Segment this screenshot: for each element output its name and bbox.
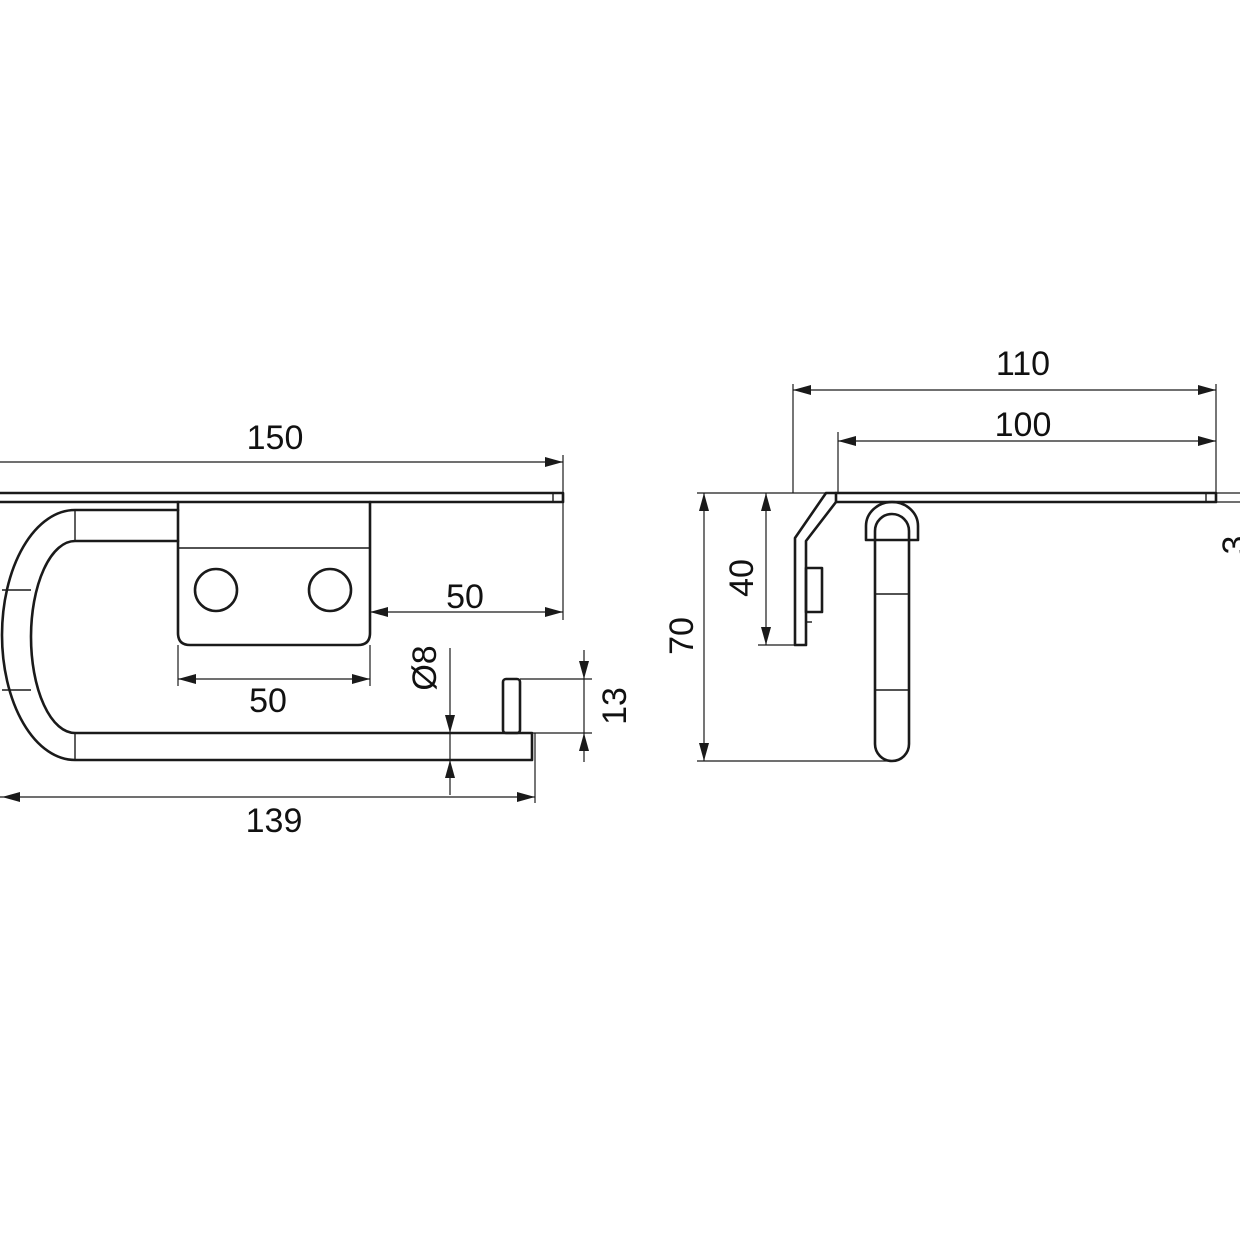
dim-front-projection: 139: [0, 733, 536, 840]
dim-label-110: 110: [996, 345, 1050, 383]
side-shelf: [834, 491, 1218, 504]
dim-label-139: 139: [246, 802, 303, 840]
dim-side-plate-height: 40: [723, 493, 795, 646]
side-mount-tab: [804, 566, 824, 614]
dim-side-overall-height: 70: [663, 492, 890, 762]
dim-label-diameter: Ø8: [406, 645, 444, 690]
dim-label-50-offset: 50: [446, 578, 484, 616]
dim-side-overall-depth: 110: [792, 345, 1217, 493]
dim-front-plate-width: 50: [177, 645, 371, 720]
dim-front-overall-width: 150: [0, 419, 564, 502]
screw-hole-right: [307, 567, 353, 613]
dim-front-plate-offset: 50: [370, 502, 564, 620]
dim-label-100: 100: [995, 406, 1052, 444]
dim-side-shelf-thickness: 3: [1216, 492, 1240, 555]
side-view: 110 100 70 40: [663, 345, 1240, 763]
dim-label-3: 3: [1216, 536, 1240, 555]
dim-rod-diameter: Ø8: [406, 645, 456, 795]
dim-end-stop-height: 13: [520, 650, 634, 762]
dim-label-150: 150: [247, 419, 304, 457]
dim-side-shelf-depth: 100: [837, 406, 1216, 493]
front-view: 150 50 50 Ø8: [0, 419, 634, 840]
dim-label-13: 13: [596, 687, 634, 725]
side-bracket: [793, 491, 838, 647]
wall-mount-plate: [176, 500, 372, 647]
screw-hole-left: [193, 567, 239, 613]
roll-holder-arm: [0, 508, 534, 762]
front-shelf-plate: [0, 491, 565, 504]
rod-end-stop: [501, 677, 522, 735]
dim-label-70: 70: [663, 617, 701, 655]
dim-label-40: 40: [723, 559, 761, 597]
side-roll-holder: [864, 500, 920, 763]
dim-label-50-width: 50: [249, 682, 287, 720]
